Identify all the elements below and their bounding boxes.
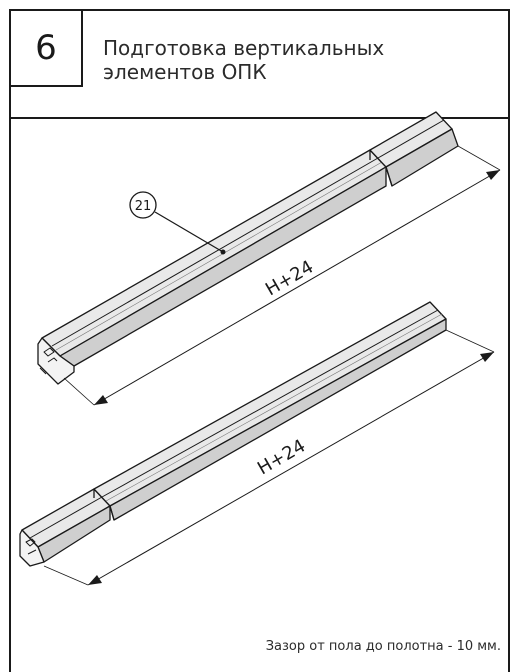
top-rail-dimension-label: H+24 — [262, 256, 317, 300]
bottom-rail-side-face — [109, 318, 447, 521]
top-rail — [37, 111, 501, 406]
top-rail-dimension-line — [93, 169, 501, 406]
top-rail-groove — [51, 157, 379, 347]
bottom-rail — [19, 301, 495, 586]
header-divider — [9, 117, 510, 119]
bottom-rail-dimension-label: H+24 — [254, 435, 309, 479]
instruction-frame — [9, 9, 510, 672]
step-number-box: 6 — [9, 9, 83, 87]
bottom-rail-end-profile — [19, 529, 45, 567]
step-number: 6 — [35, 28, 57, 68]
step-title: Подготовка вертикальных элементов ОПК — [103, 36, 385, 84]
bottom-rail-dimension-line — [87, 351, 495, 586]
floor-gap-note: Зазор от пола до полотна - 10 мм. — [265, 639, 501, 654]
callout-label: 21 — [135, 199, 152, 214]
callout-21: 21 — [129, 191, 226, 255]
top-rail-side-face — [59, 166, 387, 367]
